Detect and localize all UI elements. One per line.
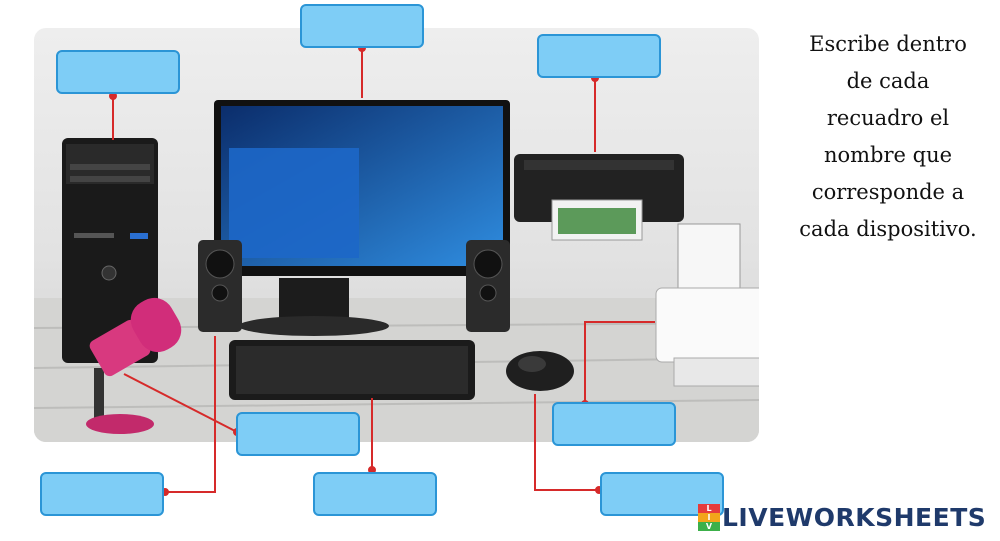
answer-box-speakers[interactable] <box>40 472 164 516</box>
answer-box-microphone[interactable] <box>236 412 360 456</box>
answer-box-printer[interactable] <box>537 34 661 78</box>
speaker-right-icon <box>466 240 510 332</box>
logo-letter-i: I <box>698 513 720 522</box>
answer-box-monitor[interactable] <box>300 4 424 48</box>
answer-box-tower[interactable] <box>56 50 180 94</box>
instructions-line-1: Escribe dentro <box>809 32 967 56</box>
instructions-line-6: cada dispositivo. <box>799 217 977 241</box>
liveworksheets-logo: L I V LIVEWORKSHEETS <box>698 503 986 532</box>
speaker-left-icon <box>198 240 242 332</box>
instructions-line-2: de cada <box>846 69 930 93</box>
keyboard-icon <box>229 340 475 400</box>
answer-box-keyboard[interactable] <box>313 472 437 516</box>
live-logo-icon: L I V <box>698 504 720 531</box>
logo-letter-v: V <box>698 522 720 531</box>
instructions-line-4: nombre que <box>823 143 953 167</box>
instructions-line-3: recuadro el <box>826 106 950 130</box>
monitor-icon <box>214 100 510 336</box>
instructions-line-5: corresponde a <box>811 180 965 204</box>
instructions-text: Escribe dentro de cada recuadro el nombr… <box>782 26 994 248</box>
logo-letter-l: L <box>698 504 720 513</box>
brand-name: LIVEWORKSHEETS <box>722 503 987 532</box>
scanner-icon <box>655 223 759 387</box>
printer-icon <box>514 154 684 241</box>
mouse-icon <box>506 351 574 391</box>
tower-pc-icon <box>62 138 158 363</box>
answer-box-scanner[interactable] <box>552 402 676 446</box>
